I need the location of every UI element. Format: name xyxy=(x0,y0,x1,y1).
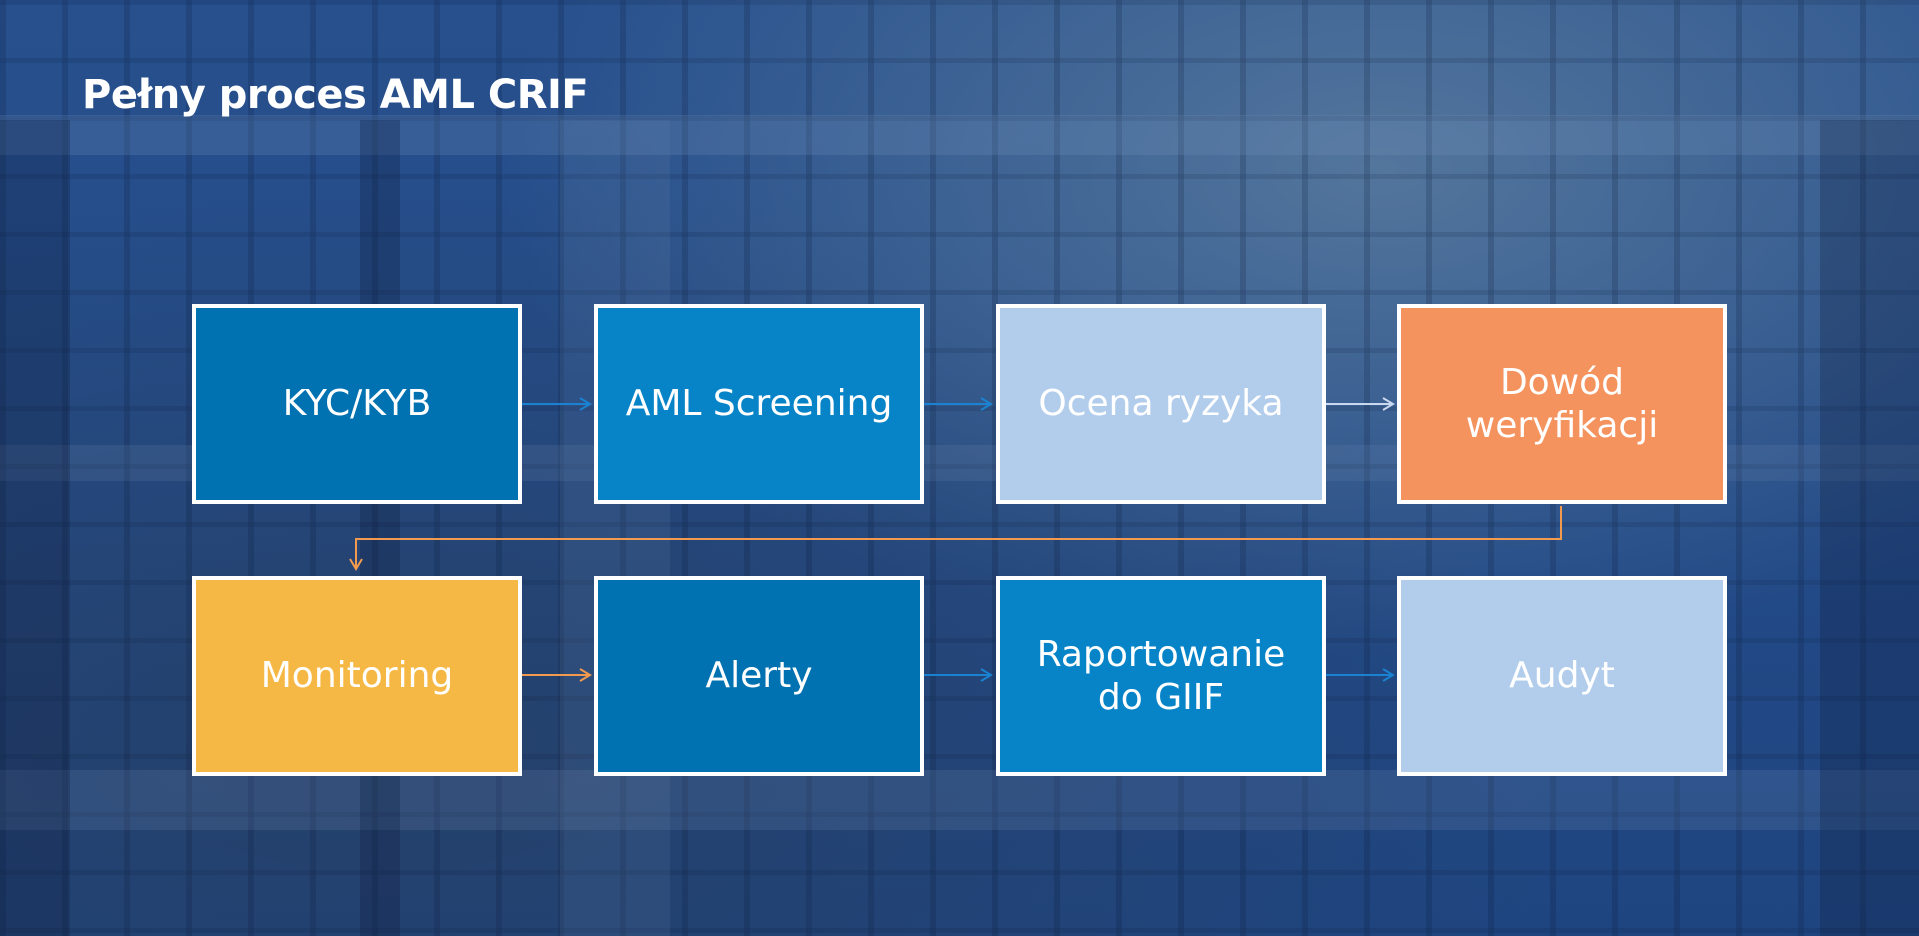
arrow-dowod-to-monitoring xyxy=(349,506,1562,571)
step-audyt: Audyt xyxy=(1397,576,1727,776)
background-pillar xyxy=(1820,120,1919,936)
step-label: Alerty xyxy=(705,655,813,697)
background-floor-band xyxy=(0,115,1919,155)
background-pillar xyxy=(360,120,400,936)
step-alerty: Alerty xyxy=(594,576,924,776)
slide-title: Pełny proces AML CRIF xyxy=(82,72,589,118)
step-label: Audyt xyxy=(1509,655,1615,697)
step-kyc: KYC/KYB xyxy=(192,304,522,504)
step-label: AML Screening xyxy=(625,383,893,425)
step-label: Monitoring xyxy=(260,655,454,697)
step-aml-screening: AML Screening xyxy=(594,304,924,504)
background-floor-band xyxy=(0,770,1919,830)
step-label: Ocena ryzyka xyxy=(1038,383,1284,425)
step-ocena-ryzyka: Ocena ryzyka xyxy=(996,304,1326,504)
background-pillar xyxy=(0,120,70,936)
step-monitoring: Monitoring xyxy=(192,576,522,776)
background-pillar xyxy=(560,120,670,936)
step-label: KYC/KYB xyxy=(282,383,432,425)
